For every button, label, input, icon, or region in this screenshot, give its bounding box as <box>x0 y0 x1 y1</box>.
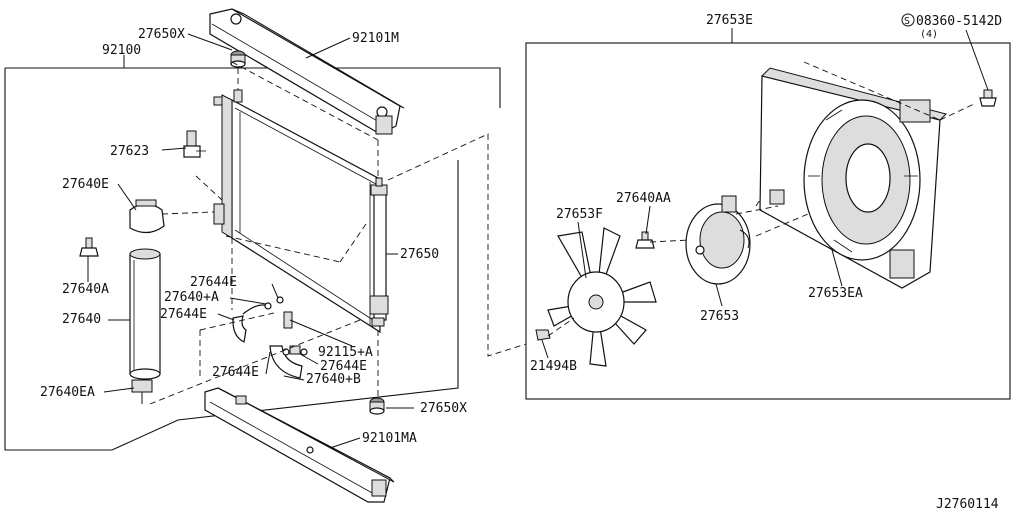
label-92101ma: 92101MA <box>362 431 417 446</box>
label-27640a: 27640A <box>62 282 109 297</box>
label-27640aa: 27640AA <box>616 191 671 206</box>
receiver-lower-bracket <box>131 379 153 404</box>
fan-nut <box>535 329 551 341</box>
receiver-drier <box>129 248 161 380</box>
label-27653ea: 27653EA <box>808 286 863 301</box>
part-labels: 27650X 92101M 92100 27623 27640E 27640A … <box>40 13 1002 512</box>
mount-rubber-bottom <box>369 397 385 415</box>
upper-mount-bracket <box>209 8 405 135</box>
label-27640: 27640 <box>62 312 101 327</box>
label-27644e-1: 27644E <box>190 275 237 290</box>
fan-motor <box>685 195 751 285</box>
mount-rubber-top <box>230 50 246 68</box>
svg-text:S: S <box>904 16 910 27</box>
label-27640e: 27640E <box>62 177 109 192</box>
label-27640-plus-a: 27640+A <box>164 290 219 305</box>
label-27644e-2: 27644E <box>160 307 207 322</box>
fan-blade <box>547 227 657 367</box>
fan-shroud-frame <box>525 42 1011 400</box>
bolt-receiver <box>79 237 99 257</box>
condenser-side-tank <box>369 177 389 327</box>
pressure-switch <box>183 130 206 158</box>
label-92101m: 92101M <box>352 31 399 46</box>
label-27644e-3: 27644E <box>320 359 367 374</box>
label-27650x-top: 27650X <box>138 27 185 42</box>
shroud-screw <box>979 89 997 107</box>
diagram-code: J2760114 <box>936 497 999 512</box>
bolt-motor <box>635 231 655 249</box>
receiver-clamp <box>129 199 165 234</box>
label-21494b: 21494B <box>530 359 577 374</box>
assembly-dashed-lines <box>149 61 975 405</box>
label-27653f: 27653F <box>556 207 603 222</box>
label-screw-qty: (4) <box>920 29 938 40</box>
condenser-core <box>213 89 381 334</box>
label-27623: 27623 <box>110 144 149 159</box>
label-27640ea: 27640EA <box>40 385 95 400</box>
label-27644e-4: 27644E <box>212 365 259 380</box>
label-27653: 27653 <box>700 309 739 324</box>
label-27650: 27650 <box>400 247 439 262</box>
lower-mount-bracket <box>204 387 395 503</box>
screw-symbol-icon: S <box>901 13 915 27</box>
label-27650x-bottom: 27650X <box>420 401 467 416</box>
fan-shroud <box>759 67 947 289</box>
label-27653e: 27653E <box>706 13 753 28</box>
label-08360-5142d: 08360-5142D <box>916 14 1002 29</box>
assembly-frame-left <box>4 67 501 451</box>
label-27640-plus-b: 27640+B <box>306 372 361 387</box>
condenser-pipes <box>232 296 308 379</box>
leader-lines <box>87 28 989 449</box>
label-92115-plus-a: 92115+A <box>318 345 373 360</box>
label-92100: 92100 <box>102 43 141 58</box>
